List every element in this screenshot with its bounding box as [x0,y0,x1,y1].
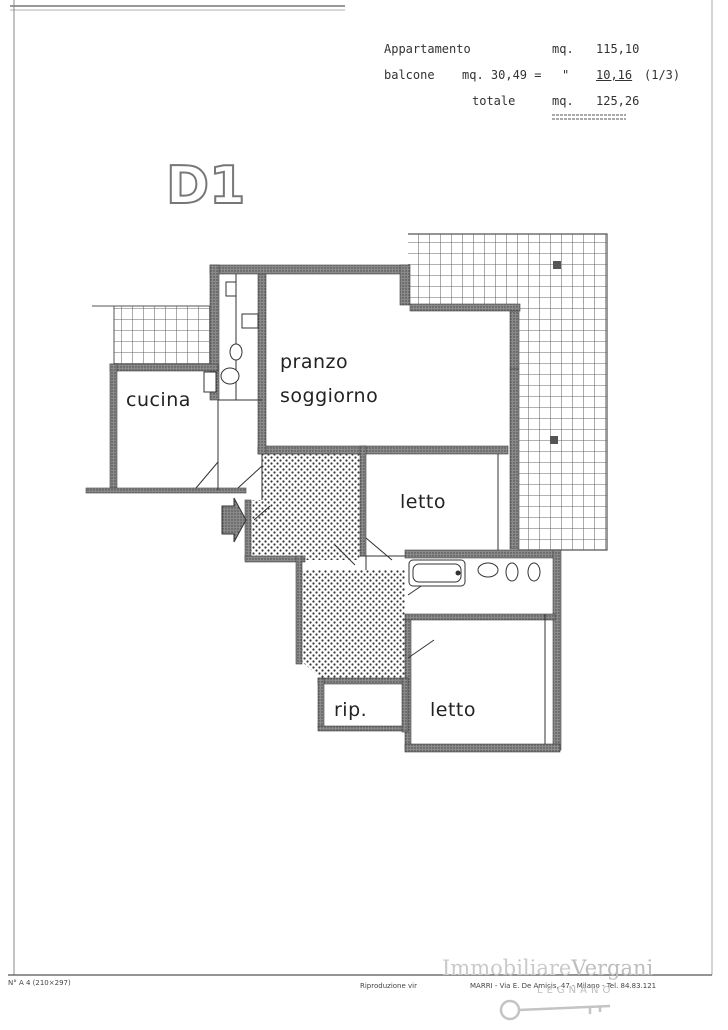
room-label-living-line1: pranzo [280,351,348,373]
area-table: Appartamento mq. 115,10 balcone mq. 30,4… [380,40,700,130]
bath-fixtures [203,281,541,587]
watermark-logo: ImmobiliareVergani [442,956,653,980]
watermark-part1: Immobiliare [442,956,572,980]
totale-value: 125,26 [596,94,640,108]
svg-text:D1: D1 [166,156,245,216]
room-label-kitchen: cucina [126,389,191,411]
balcony-terrace [408,233,608,551]
watermark-part2: Vergani [571,956,654,980]
totale-label: totale [472,94,516,108]
watermark-sub: LEGNANO [537,985,615,996]
room-label-living-line2: soggiorno [280,385,378,407]
printer-info: MARRI - Via E. De Amicis, 47 - Milano - … [470,982,657,990]
totale-unit: mq. [552,94,574,108]
balcone-ratio: (1/3) [644,68,681,82]
balcone-calc: mq. 30,49 = [462,68,542,82]
unit-code: D1 [165,155,246,217]
kitchen-balcony [92,305,210,364]
hall-areas [250,454,405,678]
room-label-bedroom2: letto [430,699,476,721]
sheet-format: N° A 4 (210×297) [8,979,71,987]
balcone-label: balcone [384,68,435,82]
balcone-value: 10,16 [596,68,633,82]
reproduction-note: Riproduzione vir [360,982,417,990]
room-label-bedroom1: letto [400,491,446,513]
entrance-arrow-icon [221,497,247,543]
appartamento-unit: mq. [552,42,574,56]
balcone-ditto: " [562,68,570,82]
appartamento-value: 115,10 [596,42,640,56]
walls [85,264,562,753]
appartamento-label: Appartamento [384,42,471,56]
room-label-storage: rip. [334,699,367,721]
